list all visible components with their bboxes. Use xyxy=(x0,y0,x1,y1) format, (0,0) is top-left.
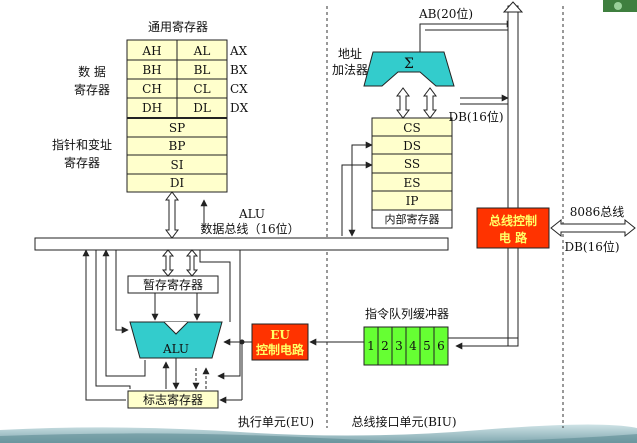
instruction-queue: 指令队列缓冲器 1 2 3 4 5 6 xyxy=(363,306,449,366)
register-ax: AX xyxy=(229,44,248,58)
pointer-registers-label-line2: 寄存器 xyxy=(64,155,100,170)
register-ch: CH xyxy=(142,82,162,96)
ab-label: AB(20位) xyxy=(418,6,473,21)
register-al: AL xyxy=(193,44,211,58)
eu-control-line1: EU xyxy=(270,328,290,342)
general-register-file: 通用寄存器 AH AL AX BH BL BX CH CL CX DH DL D… xyxy=(52,19,249,193)
segment-to-bus-line-2 xyxy=(341,161,373,236)
adder-segment-connector-2 xyxy=(423,87,437,119)
adder-label-line1: 地址 xyxy=(338,47,362,61)
segment-register-file: CS DS SS ES IP 内部寄存器 xyxy=(371,117,453,229)
register-sp: SP xyxy=(169,121,185,135)
alu-bus-label-1: ALU xyxy=(238,207,265,221)
register-dx: DX xyxy=(230,101,249,115)
register-bx: BX xyxy=(230,63,248,77)
register-ah: AH xyxy=(141,44,161,58)
register-es: ES xyxy=(404,176,421,190)
adder-segment-connector xyxy=(396,87,410,119)
alu-bus-label-2: 数据总线（16位） xyxy=(200,221,299,236)
queue-slot-2: 2 xyxy=(381,339,389,353)
queue-slot-6: 6 xyxy=(437,339,445,353)
decorative-bottom-strip xyxy=(0,424,637,443)
internal-registers-label: 内部寄存器 xyxy=(385,212,440,226)
alu-shape xyxy=(129,321,223,359)
pointer-registers-label-line1: 指针和变址 xyxy=(52,137,112,152)
queue-label: 指令队列缓冲器 xyxy=(365,306,449,321)
register-bh: BH xyxy=(142,63,161,77)
bus-control-line2: 电 路 xyxy=(499,230,528,245)
register-cx: CX xyxy=(230,82,248,96)
register-bus-connector xyxy=(165,191,208,239)
adder-sigma: Σ xyxy=(404,56,414,72)
eu-unit-label: 执行单元(EU) xyxy=(238,415,314,429)
register-cs: CS xyxy=(403,121,420,135)
register-dh: DH xyxy=(142,101,162,115)
address-adder: Σ 地址 加法器 xyxy=(332,47,455,87)
bus-control-circuit: 总线控制 电 路 xyxy=(476,207,550,249)
biu-unit-label: 总线接口单元(BIU) xyxy=(351,414,456,429)
segment-to-bus-line xyxy=(348,141,373,237)
corner-decoration-icon xyxy=(603,0,637,12)
eu-control-circuit: EU 控制电路 xyxy=(251,323,309,361)
register-bp: BP xyxy=(169,139,186,153)
register-ip: IP xyxy=(406,194,419,208)
register-cl: CL xyxy=(193,82,210,96)
alu-data-bus xyxy=(34,237,449,251)
eu-control-line2: 控制电路 xyxy=(256,342,305,357)
external-bus-label: 8086总线 xyxy=(570,205,625,219)
bus-control-line1: 总线控制 xyxy=(489,213,537,228)
queue-slot-3: 3 xyxy=(395,339,403,353)
external-db-label: DB(16位) xyxy=(564,239,619,254)
register-bl: BL xyxy=(194,63,211,77)
adder-label-line2: 加法器 xyxy=(332,63,368,77)
flags-register: 标志寄存器 xyxy=(143,392,203,407)
alu-label: ALU xyxy=(162,342,189,356)
register-dl: DL xyxy=(193,101,211,115)
register-di: DI xyxy=(170,176,185,190)
data-registers-label-line1: 数 据 xyxy=(78,64,106,79)
register-ds: DS xyxy=(403,139,421,153)
data-registers-label-line2: 寄存器 xyxy=(74,82,110,97)
general-registers-title: 通用寄存器 xyxy=(148,19,208,34)
biu-internal-bus xyxy=(448,1,524,350)
external-bus: 8086总线 DB(16位) xyxy=(550,205,636,254)
db-internal-label: DB(16位) xyxy=(448,109,503,124)
ab-line xyxy=(419,20,514,52)
eu-components: 暂存寄存器 ALU 标志寄存器 xyxy=(82,249,252,409)
temp-register: 暂存寄存器 xyxy=(143,277,203,292)
register-ss: SS xyxy=(404,157,420,171)
queue-slot-5: 5 xyxy=(423,339,431,353)
queue-slot-4: 4 xyxy=(409,339,417,353)
register-si: SI xyxy=(171,158,184,172)
queue-slot-1: 1 xyxy=(367,339,375,353)
